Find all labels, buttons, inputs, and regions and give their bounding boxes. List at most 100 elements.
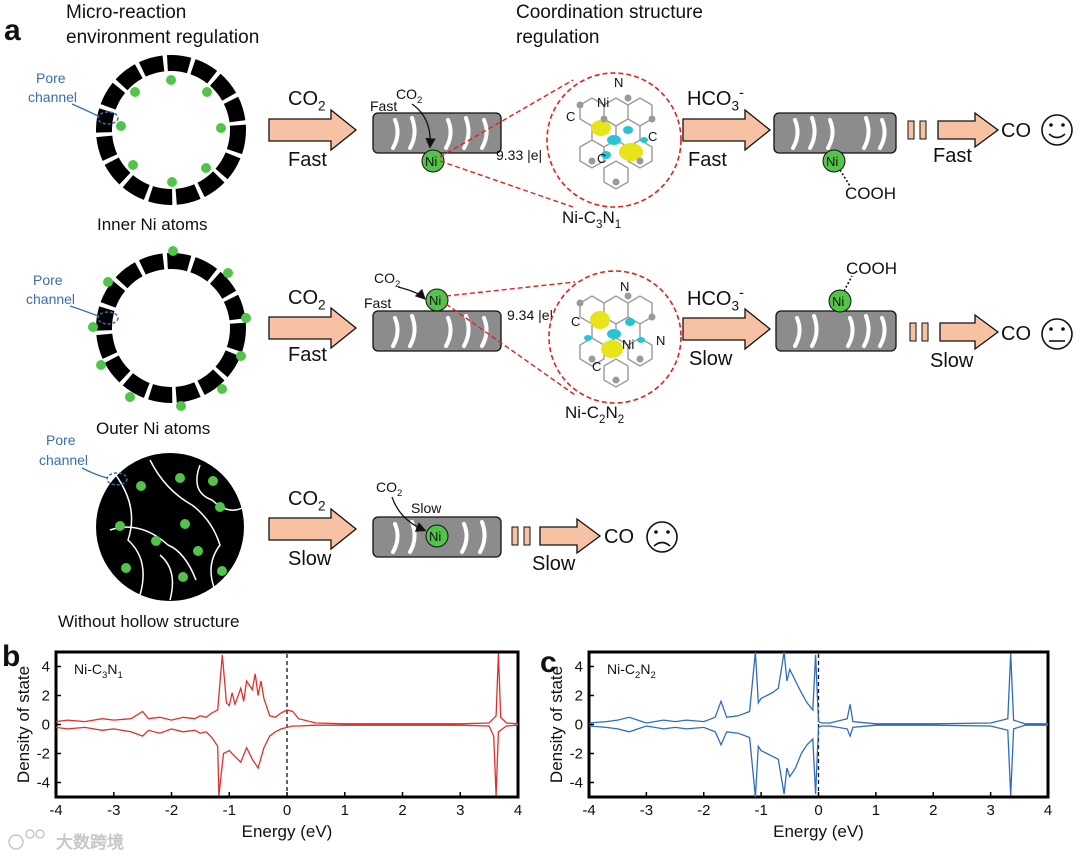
zoom-line	[439, 79, 574, 158]
dos-spin-down-line	[56, 724, 518, 796]
panel-a-label: a	[4, 14, 21, 47]
watermark-logo: 大数跨境	[8, 829, 124, 853]
reaction-arrow	[539, 517, 602, 555]
pore-pointer	[69, 305, 99, 317]
zoom-line	[445, 281, 576, 297]
x-tick-label: 1	[341, 802, 349, 819]
structure-caption: Ni-C2​N2​	[565, 403, 624, 426]
pore-label: channel	[26, 291, 75, 307]
dash-block	[919, 120, 927, 140]
rod-co2-label: CO2​	[396, 86, 422, 106]
ni-atom	[822, 149, 846, 173]
charge-label: 9.33 |e|	[496, 147, 542, 163]
arrow-label-top: CO2​	[288, 287, 326, 313]
header-left-line2: environment regulation	[66, 27, 259, 48]
rod-co2-label: CO2​	[374, 270, 400, 290]
structure-atom-label: Ni	[597, 95, 609, 110]
header-right-line1: Coordination structure	[516, 2, 703, 23]
ni-atom	[425, 524, 449, 548]
y-tick-label: 2	[575, 688, 583, 705]
arrow-label-bottom: Slow	[288, 548, 332, 570]
ni-label: Ni	[425, 154, 437, 169]
header-left-line1: Micro-reaction	[66, 2, 186, 23]
y-tick-label: 0	[575, 717, 583, 734]
product-label: CO	[1001, 120, 1031, 142]
pore-label: channel	[28, 89, 77, 105]
x-tick-label: -2	[165, 802, 178, 819]
zoom-line	[439, 160, 574, 208]
bond-dotted	[839, 169, 851, 187]
x-tick-label: 4	[514, 802, 522, 819]
y-tick-label: -2	[570, 746, 583, 763]
diffusion-arrow	[397, 286, 426, 300]
arrow-label-bottom: Slow	[689, 348, 733, 370]
ni-atom	[425, 288, 449, 312]
arrow-label-bottom: Fast	[288, 344, 327, 366]
carbon-rod	[775, 310, 897, 352]
reaction-arrow	[268, 507, 358, 551]
diffusion-arrow	[391, 496, 427, 532]
ni-label: Ni	[429, 293, 441, 308]
x-tick-label: 2	[929, 802, 937, 819]
ni-atoms-solid	[115, 473, 227, 582]
pore-marker	[97, 111, 119, 125]
dash-block	[511, 526, 519, 546]
carbon-rod	[372, 310, 502, 352]
y-tick-label: -2	[37, 746, 50, 763]
ni-c3n1-structure	[546, 72, 682, 208]
ni-atoms-outer	[88, 246, 251, 411]
y-tick-label: -4	[570, 775, 583, 792]
pore-label: Pore	[36, 70, 66, 86]
y-axis-label: Density of state	[547, 666, 566, 783]
arrow-label-bottom: Slow	[532, 553, 576, 575]
x-tick-label: -4	[49, 802, 62, 819]
header-right-line2: regulation	[516, 27, 599, 48]
pore-label: Pore	[33, 272, 63, 288]
structure-atom-label: N	[656, 333, 665, 348]
ni-c2n2-structure	[548, 270, 682, 404]
x-tick-label: -3	[107, 802, 120, 819]
panel-label: c	[540, 646, 557, 679]
neutral-face-icon	[1041, 318, 1073, 350]
dash-block	[921, 322, 929, 342]
arrow-label-top: HCO3​-	[687, 84, 744, 113]
dash-block	[523, 526, 531, 546]
arrow-label-bottom: Slow	[930, 350, 974, 372]
bond-dotted	[843, 275, 853, 292]
sphere-caption: Inner Ni atoms	[97, 215, 208, 234]
structure-atom-label: C	[571, 314, 580, 329]
arrow-label-top: HCO3​-	[687, 284, 744, 313]
reaction-arrow	[268, 306, 358, 350]
dash-block	[907, 120, 915, 140]
pore-marker	[106, 472, 128, 486]
y-axis-label: Density of state	[14, 666, 33, 783]
x-tick-label: 1	[872, 802, 880, 819]
sad-face-icon	[646, 521, 678, 553]
legend-label: Ni-C3​N1​	[74, 661, 123, 681]
ni-label: Ni	[832, 294, 844, 309]
watermark-text: 大数跨境	[56, 832, 124, 853]
structure-atom-label: N	[614, 75, 623, 90]
zoom-line	[445, 303, 576, 396]
structure-atom-label: C	[597, 151, 606, 166]
reaction-arrow	[937, 111, 1000, 149]
legend-label: Ni-C2​N2​	[607, 661, 656, 681]
ni-label: Ni	[826, 154, 838, 169]
intermediate-label: COOH	[846, 259, 897, 278]
x-tick-label: -4	[582, 802, 595, 819]
x-tick-label: 3	[456, 802, 464, 819]
structure-caption: Ni-C3​N1​	[562, 208, 621, 231]
arrow-label-top: CO2​	[288, 488, 326, 514]
structure-atom-label: N	[620, 279, 629, 294]
rod-co2-label: CO2​	[376, 479, 402, 499]
structure-atom-label: C	[648, 129, 657, 144]
rod-rate-label: Fast	[370, 98, 397, 114]
dos-spin-down-line	[589, 724, 1048, 797]
sphere-outer-ni	[88, 246, 251, 411]
dos-spin-up-line	[56, 653, 518, 725]
rod-rate-label: Slow	[411, 500, 442, 516]
x-tick-label: -1	[223, 802, 236, 819]
panel-label: b	[2, 640, 20, 673]
